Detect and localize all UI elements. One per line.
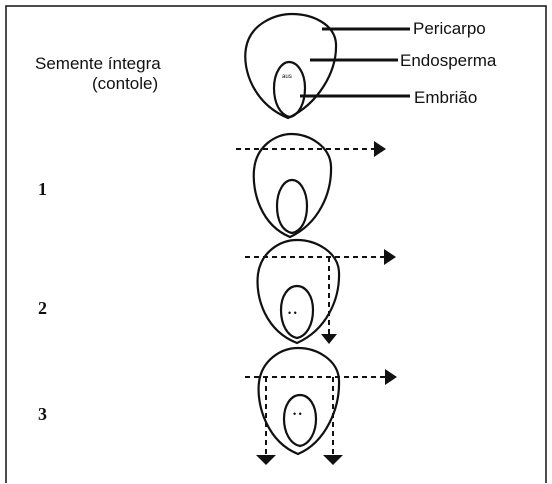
- control-seed: ᵃᵘˢ: [244, 12, 410, 120]
- embryo-label: Embrião: [414, 88, 477, 107]
- endosperm-label: Endosperma: [400, 51, 497, 70]
- step-3-arrow-down-right: [323, 455, 343, 465]
- step-1-embryo: [275, 178, 309, 235]
- step-2-seed: • •: [245, 238, 396, 345]
- step-2-label: 2: [38, 298, 47, 318]
- control-label-line1: Semente íntegra: [35, 54, 161, 73]
- embryo-outline: [272, 60, 307, 119]
- step-1-arrow-right: [374, 141, 386, 157]
- step-3-embryo: [282, 393, 318, 448]
- pericarp-label: Pericarpo: [413, 19, 486, 38]
- embryo-texture: ᵃᵘˢ: [282, 72, 292, 82]
- step-3-label: 3: [38, 404, 47, 424]
- control-label-line2: (contole): [92, 74, 158, 93]
- step-2-embryo-texture: • •: [288, 308, 297, 318]
- step-3-embryo-texture: • •: [293, 409, 302, 419]
- step-2-embryo: [279, 284, 315, 340]
- step-1-pericarp: [252, 132, 333, 239]
- step-2-arrow-down: [321, 334, 337, 344]
- pericarp-outline: [244, 12, 338, 120]
- step-2-arrow-right: [384, 249, 396, 265]
- step-3-seed: • •: [245, 346, 397, 465]
- step-3-arrow-down-left: [256, 455, 276, 465]
- step-3-arrow-right: [385, 369, 397, 385]
- step-1-seed: [236, 132, 386, 239]
- frame-border: [5, 5, 547, 483]
- step-1-label: 1: [38, 179, 47, 199]
- step-3-pericarp: [257, 346, 341, 456]
- step-2-pericarp: [256, 238, 341, 345]
